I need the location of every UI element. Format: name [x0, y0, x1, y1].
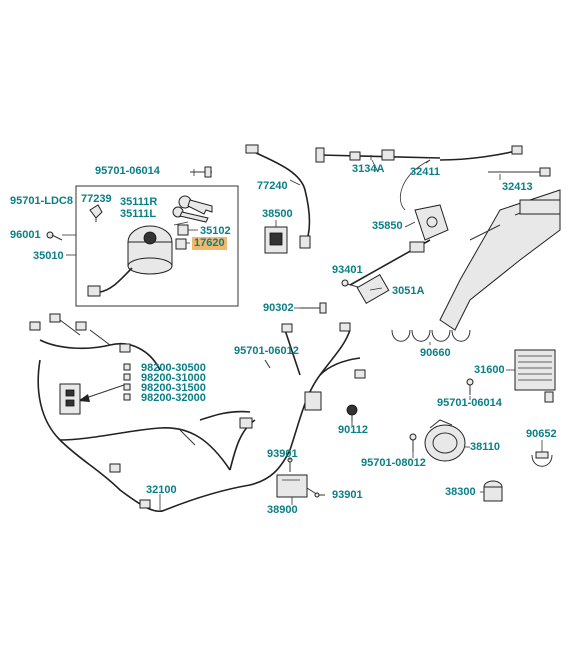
- label-95701-06012[interactable]: 95701-06012: [234, 345, 299, 357]
- regulator-31600: [514, 349, 556, 403]
- label-32411[interactable]: 32411: [410, 166, 440, 178]
- leader-lines: [62, 155, 543, 510]
- label-93401[interactable]: 93401: [332, 264, 363, 276]
- part-35102: [177, 224, 198, 236]
- label-98200-32000[interactable]: 98200-32000: [141, 392, 206, 404]
- label-96001[interactable]: 96001: [10, 229, 41, 241]
- label-95701-ldc8[interactable]: 95701-LDC8: [10, 195, 73, 207]
- label-77239[interactable]: 77239: [81, 193, 112, 205]
- label-35010[interactable]: 35010: [33, 250, 64, 262]
- bolt-95701-06014-right: [466, 378, 474, 395]
- label-32100[interactable]: 32100: [146, 484, 177, 496]
- label-32413[interactable]: 32413: [502, 181, 533, 193]
- label-38900[interactable]: 38900: [267, 504, 298, 516]
- flasher-38900: [276, 474, 319, 498]
- screw-93901-b: [314, 492, 325, 498]
- ignition-group-box: [75, 185, 239, 307]
- label-35111l[interactable]: 35111L: [120, 208, 157, 220]
- clamp-90652: [531, 451, 553, 467]
- keys-35111: [172, 195, 213, 223]
- label-98200-30500[interactable]: 98200-30500: [141, 362, 206, 374]
- label-31600[interactable]: 31600: [474, 364, 505, 376]
- label-93901-a[interactable]: 93901: [267, 448, 298, 460]
- label-95701-06014-top[interactable]: 95701-06014: [95, 165, 160, 177]
- wire-harness-32100: [29, 313, 366, 512]
- label-90660[interactable]: 90660: [420, 347, 451, 359]
- handlebar-frame: [439, 189, 561, 331]
- part-17620: [175, 238, 187, 250]
- cable-32411: [399, 145, 523, 211]
- switch-38500: [264, 226, 288, 254]
- screw-90112: [346, 404, 358, 422]
- label-98200-31000[interactable]: 98200-31000: [141, 372, 206, 384]
- label-35102[interactable]: 35102: [200, 225, 231, 237]
- label-90302[interactable]: 90302: [263, 302, 294, 314]
- clip-77239: [89, 204, 103, 222]
- ignition-switch-35010: [87, 225, 173, 297]
- relay-38300: [483, 480, 503, 502]
- label-38500[interactable]: 38500: [262, 208, 293, 220]
- arrow-to-fusebox: [78, 384, 125, 402]
- sensor-3051a: [349, 239, 431, 304]
- bracket-35850: [414, 204, 449, 241]
- cable-3134a: [315, 147, 441, 173]
- screw-96001: [46, 231, 63, 241]
- label-17620[interactable]: 17620: [192, 237, 227, 250]
- label-3051a[interactable]: 3051A: [392, 285, 425, 297]
- fuse-holder-icons: [123, 363, 131, 401]
- label-98200-31500[interactable]: 98200-31500: [141, 382, 206, 394]
- label-90112[interactable]: 90112: [338, 424, 368, 436]
- bolt-95701-06014-top: [190, 166, 212, 178]
- cable-77240: [245, 144, 311, 249]
- label-95701-08012[interactable]: 95701-08012: [361, 457, 426, 469]
- label-38300[interactable]: 38300: [445, 486, 476, 498]
- label-90652[interactable]: 90652: [526, 428, 557, 440]
- cable-32413: [488, 167, 551, 177]
- label-93901-b[interactable]: 93901: [332, 489, 363, 501]
- label-3134a[interactable]: 3134A: [352, 163, 385, 175]
- screw-93401: [341, 279, 359, 288]
- label-35850[interactable]: 35850: [372, 220, 403, 232]
- label-95701-06014-right[interactable]: 95701-06014: [437, 397, 502, 409]
- bolt-95701-08012: [409, 433, 417, 452]
- screw-90302: [300, 302, 327, 314]
- clips-90660: [391, 329, 471, 342]
- horn-38110: [424, 419, 466, 462]
- label-38110[interactable]: 38110: [470, 441, 500, 453]
- label-35111r[interactable]: 35111R: [120, 196, 158, 208]
- label-77240[interactable]: 77240: [257, 180, 288, 192]
